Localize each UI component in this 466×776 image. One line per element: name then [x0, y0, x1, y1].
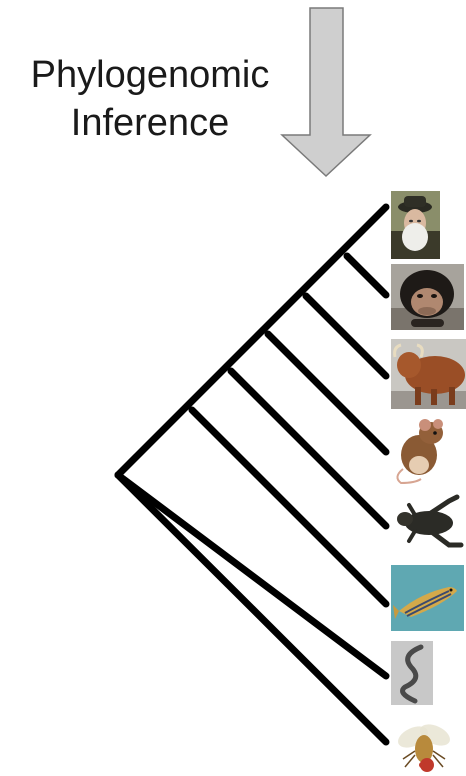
tree-branch-cow: [306, 296, 386, 376]
zebrafish-photo-icon: [391, 565, 464, 631]
tree-branch-chimpanzee: [347, 256, 386, 295]
mouse-photo-icon: [391, 415, 453, 485]
human-photo-icon: [391, 191, 440, 259]
tree-branch-upper-trunk: [118, 207, 386, 475]
frog-photo-icon: [391, 489, 466, 556]
cow-photo-icon: [391, 339, 466, 409]
tree-branch-worm: [118, 475, 386, 676]
tree-branch-frog: [231, 371, 386, 526]
tree-branch-fly: [118, 475, 386, 742]
fruit-fly-photo-icon: [391, 715, 457, 776]
tree-branch-mouse: [268, 334, 386, 452]
nematode-worm-photo-icon: [391, 641, 433, 705]
chimpanzee-photo-icon: [391, 264, 464, 330]
